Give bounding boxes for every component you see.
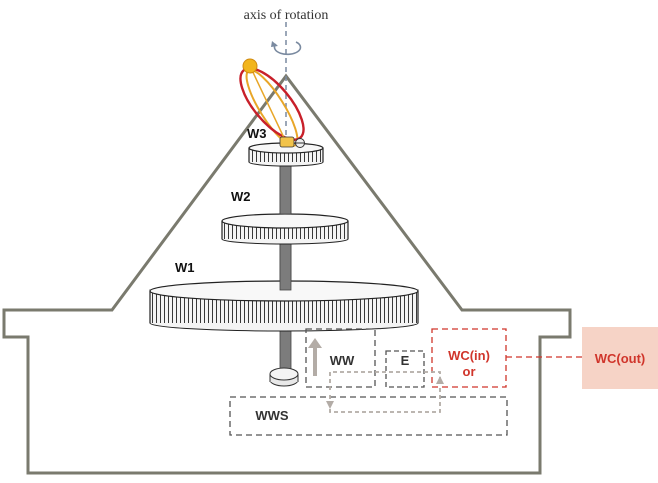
label-w1: W1 — [175, 260, 195, 275]
label-w2: W2 — [231, 189, 251, 204]
axis-label: axis of rotation — [244, 8, 329, 23]
wws-label: WWS — [255, 408, 289, 423]
wc-in-label: WC(in) — [448, 348, 490, 363]
wc-out-label: WC(out) — [595, 351, 646, 366]
wc-in-box — [431, 328, 507, 388]
sun-ball — [242, 58, 258, 74]
ww-box — [305, 328, 376, 388]
orbit-model — [239, 58, 305, 148]
gear-w3 — [248, 142, 324, 167]
e-box — [385, 350, 425, 388]
wws-box — [229, 396, 508, 436]
ww-label: WW — [330, 353, 355, 368]
rotation-arrow-icon — [273, 41, 302, 56]
wc-in-or: or — [463, 364, 476, 379]
label-w3: W3 — [247, 126, 267, 141]
wc-out-box — [582, 327, 658, 389]
gear-w2 — [221, 213, 349, 245]
orbit-red — [239, 67, 305, 141]
e-label: E — [401, 353, 410, 368]
